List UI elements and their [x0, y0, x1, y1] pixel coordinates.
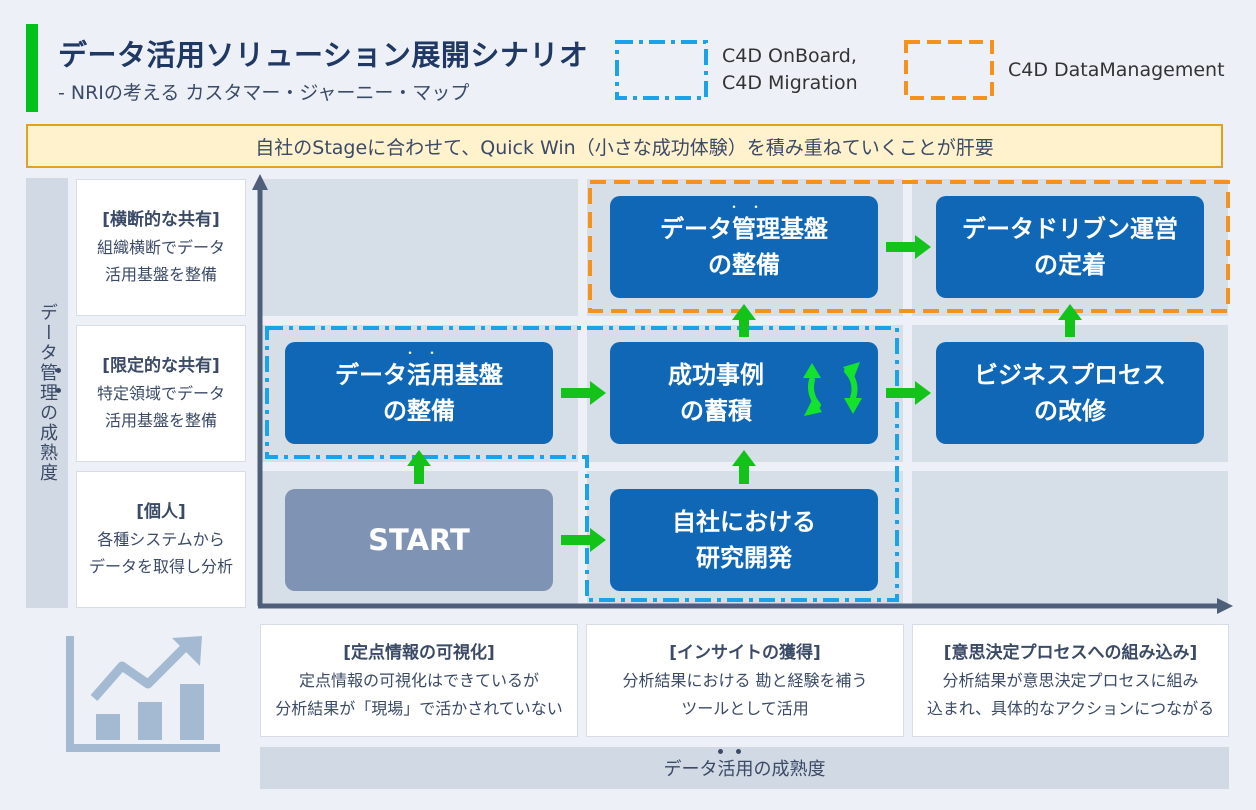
box-data-management-foundation: データ管理基盤の整備: [610, 196, 878, 298]
column-label-visualization: [定点情報の可視化] 定点情報の可視化はできているが 分析結果が「現場」で活かさ…: [260, 624, 578, 737]
grid-cell: [912, 471, 1228, 608]
column-label-desc: 込まれ、具体的なアクションにつながる: [926, 698, 1215, 718]
row-label-limited: [限定的な共有] 特定領域でデータ 活用基盤を整備: [76, 325, 246, 462]
box-line: 成功事例: [668, 361, 764, 389]
y-axis-label-column: データ管理の成熟度: [26, 178, 68, 608]
box-line: 自社における: [672, 508, 816, 536]
box-line: の整備: [708, 251, 780, 279]
arrow-start-to-rnd: [561, 528, 606, 552]
arrow-start-to-utilization: [407, 450, 431, 484]
legend-orange-swatch: [904, 40, 994, 100]
axes: [252, 174, 1233, 614]
box-line: の蓄積: [680, 397, 752, 425]
x-axis-label-bar: データ活用の成熟度: [260, 747, 1229, 789]
row-label-desc: 組織横断でデータ: [96, 238, 225, 257]
box-data-driven-operation: データドリブン運営の定着: [936, 196, 1204, 298]
box-start: START: [285, 489, 553, 591]
row-label-title: [個人]: [136, 502, 186, 522]
cycle-arrows-icon-heads: [803, 362, 862, 416]
box-line: データ活用基盤: [335, 361, 503, 389]
column-label-decision: [意思決定プロセスへの組み込み] 分析結果が意思決定プロセスに組み 込まれ、具体…: [912, 624, 1229, 737]
box-line: START: [368, 523, 470, 557]
emphasis-dots: ・・: [728, 200, 773, 214]
column-label-title: [意思決定プロセスへの組み込み]: [943, 642, 1198, 663]
box-line: データ管理基盤: [660, 215, 828, 243]
row-label-title: [限定的な共有]: [102, 356, 220, 376]
box-business-process: ビジネスプロセスの改修: [936, 342, 1204, 444]
arrow-utilization-to-success: [561, 381, 606, 405]
box-line: 研究開発: [696, 544, 792, 572]
arrow-success-to-dmf: [732, 304, 756, 337]
flow-arrows: [407, 235, 1082, 552]
growth-chart-icon: [66, 636, 220, 752]
page-title: データ活用ソリューション展開シナリオ: [58, 38, 589, 72]
row-label-cross-org: [横断的な共有] 組織横断でデータ 活用基盤を整備: [76, 179, 246, 316]
key-message-text: 自社のStageに合わせて、Quick Win（小さな成功体験）を積み重ねていく…: [255, 136, 994, 159]
row-label-desc: 特定領域でデータ: [96, 384, 225, 403]
y-axis-label: データ管理の成熟度: [37, 303, 58, 483]
page-subtitle: - NRIの考える カスタマー・ジャーニー・マップ: [58, 82, 470, 104]
legend-blue-line2: C4D Migration: [722, 72, 858, 94]
c4d-onboard-region: [265, 326, 899, 602]
box-in-house-rnd: 自社における研究開発: [610, 489, 878, 591]
column-label-desc: 分析結果が意思決定プロセスに組み: [942, 670, 1199, 690]
legend-blue-line1: C4D OnBoard,: [722, 45, 857, 67]
column-label-title: [インサイトの獲得]: [669, 642, 821, 663]
legend-blue-swatch: [615, 40, 708, 100]
column-label-title: [定点情報の可視化]: [343, 642, 495, 663]
arrow-bprocess-to-datadriven: [1058, 304, 1082, 337]
column-label-desc: 分析結果が「現場」で活かされていない: [275, 698, 563, 718]
column-label-insight: [インサイトの獲得] 分析結果における 勘と経験を補う ツールとして活用: [586, 624, 904, 737]
c4d-datamanagement-region: [588, 180, 1230, 313]
box-success-cases: 成功事例の蓄積: [610, 342, 878, 444]
y-axis-emphasis-dots: [56, 368, 66, 408]
row-label-desc: 活用基盤を整備: [104, 411, 217, 430]
row-label-individual: [個人] 各種システムから データを取得し分析: [76, 471, 246, 608]
emphasis-dots: ・・: [404, 346, 449, 360]
box-data-utilization-foundation: データ活用基盤の整備: [285, 342, 553, 444]
row-label-desc: データを取得し分析: [88, 557, 233, 576]
box-line: の改修: [1034, 397, 1106, 425]
y-axis-arrowhead: [252, 174, 268, 190]
column-label-desc: ツールとして活用: [681, 698, 809, 718]
row-label-desc: 活用基盤を整備: [104, 265, 217, 284]
row-label-title: [横断的な共有]: [102, 210, 220, 230]
legend-orange-label: C4D DataManagement: [1008, 59, 1225, 81]
arrow-rnd-to-success: [732, 450, 756, 484]
arrow-success-to-bprocess: [886, 381, 931, 405]
box-line: ビジネスプロセス: [974, 361, 1166, 389]
column-label-desc: 分析結果における 勘と経験を補う: [622, 670, 868, 690]
x-axis-arrowhead: [1217, 598, 1233, 614]
key-message-banner: 自社のStageに合わせて、Quick Win（小さな成功体験）を積み重ねていく…: [26, 124, 1223, 168]
box-line: の定着: [1034, 251, 1106, 279]
row-label-desc: 各種システムから: [97, 530, 225, 549]
x-axis-emphasis-dots: [716, 749, 746, 755]
legend-blue-label: C4D OnBoard, C4D Migration: [722, 43, 858, 97]
column-label-desc: 定点情報の可視化はできているが: [298, 670, 539, 690]
title-accent-bar: [26, 24, 38, 112]
arrow-dmf-to-datadriven: [886, 235, 931, 259]
x-axis-label: データ活用の成熟度: [663, 759, 826, 780]
box-line: データドリブン運営: [962, 215, 1178, 243]
grid-cell: [262, 179, 578, 316]
box-line: の整備: [383, 397, 455, 425]
